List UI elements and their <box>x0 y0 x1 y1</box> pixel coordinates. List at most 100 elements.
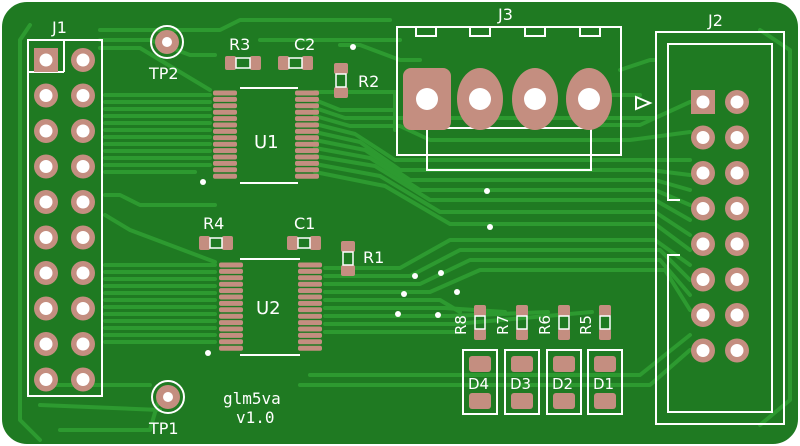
U1-pad-left <box>213 109 237 115</box>
U1-pad-left <box>213 148 237 154</box>
J3-lower-box <box>426 127 592 171</box>
U1-pad-right <box>295 160 319 166</box>
D3-outline <box>504 349 540 415</box>
R1-refdes: R1 <box>363 248 384 267</box>
R7-resistor: R7 <box>494 305 528 340</box>
J3-pin-2-drill <box>469 88 491 110</box>
TP2-drill <box>162 37 172 47</box>
TP2-ring <box>150 25 184 59</box>
J2-pin-drill <box>730 308 744 322</box>
via <box>412 273 418 279</box>
via <box>487 224 493 230</box>
D2-outline <box>546 349 582 415</box>
U2-pad-left <box>219 307 243 313</box>
U2-pad-right <box>298 281 322 287</box>
U1-pad-right <box>295 128 319 134</box>
D1-led: D1 <box>587 349 623 415</box>
via <box>401 291 407 297</box>
U2-pad-right <box>298 288 322 294</box>
U1-pad-left <box>213 103 237 109</box>
J1-pin-drill <box>76 337 90 351</box>
D4-pad-2 <box>469 393 491 409</box>
R6-body <box>558 315 570 330</box>
U1-pad-right <box>295 116 319 122</box>
R1-pad-1 <box>341 241 355 252</box>
R5-pad-2 <box>599 329 611 340</box>
C2-capacitor: C2 <box>278 35 315 70</box>
J2-pin-drill <box>696 237 710 251</box>
D4-refdes: D4 <box>468 375 489 393</box>
J2-pin-drill <box>696 273 710 286</box>
U1-pad-right <box>295 141 319 147</box>
J1-pin-drill <box>76 195 90 209</box>
via <box>454 289 460 295</box>
U2-pad-left <box>219 326 243 332</box>
R3-pad-2 <box>250 56 261 70</box>
U1-pad-right <box>295 122 319 128</box>
U1-pad-left <box>213 122 237 128</box>
J3-tab-2 <box>469 26 491 37</box>
J1-pin-drill <box>39 337 53 351</box>
U2-pad-right <box>298 307 322 313</box>
U1-pad-left <box>213 141 237 147</box>
J2-pin-drill <box>696 308 710 322</box>
TP1-testpoint: TP1 <box>148 380 185 438</box>
U2-pad-left <box>219 320 243 326</box>
U1-pad-left <box>213 128 237 134</box>
J2-refdes: J2 <box>707 11 723 30</box>
D2-refdes: D2 <box>552 375 573 393</box>
J1-pin-drill <box>39 373 53 386</box>
U1-pad-left <box>213 160 237 166</box>
U2-pad-right <box>298 275 322 281</box>
J2-pin-drill <box>696 202 710 215</box>
R2-pad-1 <box>334 63 348 74</box>
J1-pin-drill <box>76 266 90 280</box>
U1-pad-right <box>295 96 319 102</box>
R1-pad-2 <box>341 265 355 276</box>
J3-pin-1-drill <box>416 88 438 110</box>
D4-led: D4 <box>462 349 498 415</box>
J1-refdes: J1 <box>51 18 67 37</box>
U2-pad-right <box>298 320 322 326</box>
U1-pad-left <box>213 154 237 160</box>
J3-tab-4 <box>579 26 601 37</box>
U2-pad-left <box>219 332 243 338</box>
R2-pad-2 <box>334 87 348 98</box>
U2-refdes: U2 <box>256 298 281 319</box>
via <box>484 188 490 194</box>
U2-pad-right <box>298 332 322 338</box>
U2-pad-left <box>219 275 243 281</box>
U2-pad-right <box>298 300 322 306</box>
J3-tab-1 <box>415 26 437 37</box>
J1-pin-drill <box>76 89 90 102</box>
J1-pin-drill <box>76 124 90 138</box>
J3-pin-4-drill <box>578 88 600 110</box>
U1-refdes: U1 <box>254 132 279 153</box>
U1-pad-right <box>295 135 319 141</box>
TP1-drill <box>163 392 173 402</box>
U1-pad-right <box>295 109 319 115</box>
J1-pin-drill <box>39 195 53 209</box>
U2-pad-right <box>298 326 322 332</box>
R5-refdes: R5 <box>577 315 595 335</box>
D1-outline <box>587 349 623 415</box>
U1-pad-left <box>213 167 237 173</box>
U2-pad-right <box>298 345 322 351</box>
J1-pin-drill <box>76 53 90 67</box>
R6-pad-1 <box>558 305 570 316</box>
J1-pin-drill <box>76 231 90 244</box>
J3-refdes: J3 <box>497 5 513 24</box>
via <box>395 311 401 317</box>
C1-pad-1 <box>287 236 298 250</box>
D1-pad-1 <box>594 356 616 372</box>
D2-led: D2 <box>546 349 582 415</box>
J1-pin-drill <box>76 160 90 173</box>
U1-pad-left <box>213 96 237 102</box>
R1-resistor: R1 <box>341 241 384 276</box>
R7-body <box>516 315 528 330</box>
TP2-refdes: TP2 <box>148 64 179 83</box>
R7-pad-1 <box>516 305 528 316</box>
J2-pin-drill <box>696 166 710 180</box>
D3-refdes: D3 <box>510 375 531 393</box>
